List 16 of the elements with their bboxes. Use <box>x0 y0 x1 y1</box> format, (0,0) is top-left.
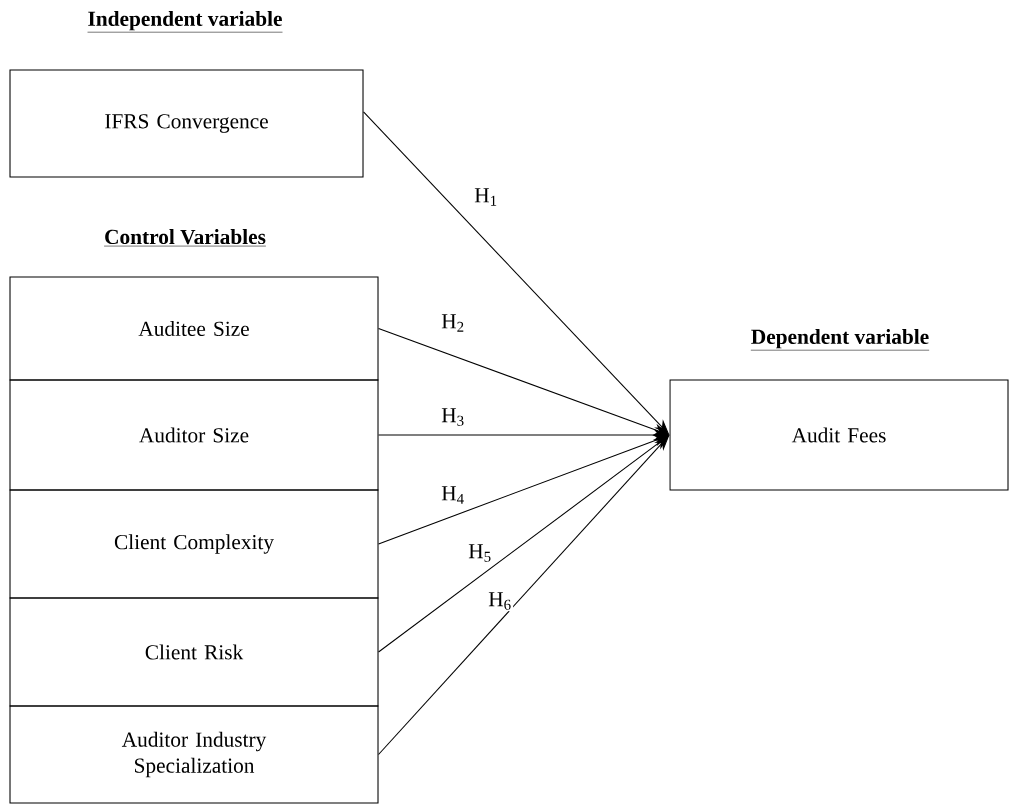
edge-label: H$_{6}$ <box>486 590 514 612</box>
variable-box: Audit Fees <box>669 379 1009 491</box>
edge-label: H$_{2}$ <box>439 312 467 334</box>
variable-box: Auditor Size <box>9 379 379 491</box>
variable-box: Auditor Industry Specialization <box>9 705 379 804</box>
variable-box: IFRS Convergence <box>9 69 364 178</box>
section-heading: Control Variables <box>103 229 267 247</box>
variable-box: Client Risk <box>9 597 379 707</box>
edge-label: H$_{1}$ <box>472 186 500 208</box>
edge-label: H$_{3}$ <box>439 406 467 428</box>
variable-box: Auditee Size <box>9 276 379 381</box>
edge-label: H$_{5}$ <box>466 542 494 564</box>
edge-label: H$_{4}$ <box>439 484 467 506</box>
variable-box: Client Complexity <box>9 489 379 599</box>
section-heading: Independent variable <box>87 11 283 33</box>
section-heading: Dependent variable <box>750 329 930 351</box>
